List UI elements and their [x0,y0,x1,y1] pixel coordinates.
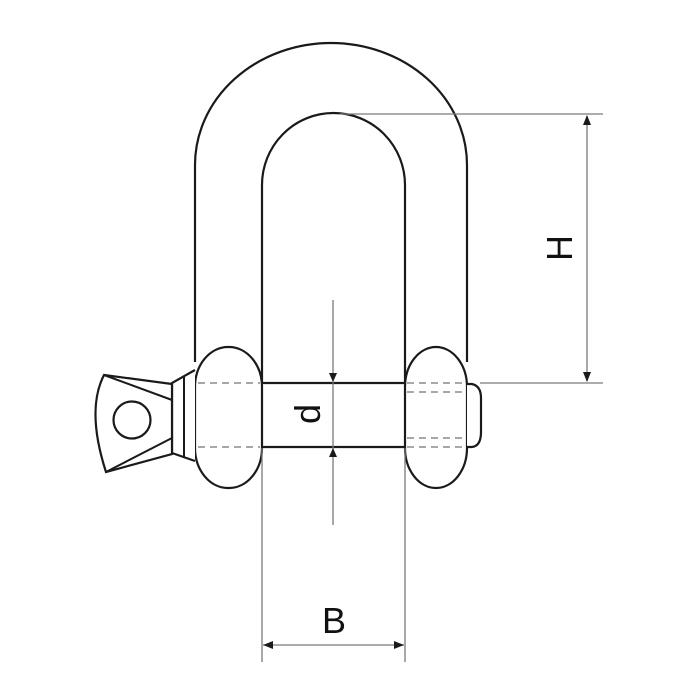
shackle-body-outer [193,41,469,362]
left-lug [193,345,264,490]
dimension-label-H: H [539,235,580,261]
dimension-H [340,113,603,384]
dimension-B [261,448,406,662]
dimension-label-d: d [287,403,329,425]
right-lug [403,345,469,490]
pin-hidden-lines [198,382,465,448]
pin-eye-facet-top [103,374,173,401]
dimension-label-B: B [322,600,347,641]
shackle-body-inner [260,111,407,383]
pin-eye-facet-bottom [105,437,173,473]
pin-eye-hole [112,400,152,440]
dimension-d [329,300,337,525]
pin-end [467,382,483,449]
